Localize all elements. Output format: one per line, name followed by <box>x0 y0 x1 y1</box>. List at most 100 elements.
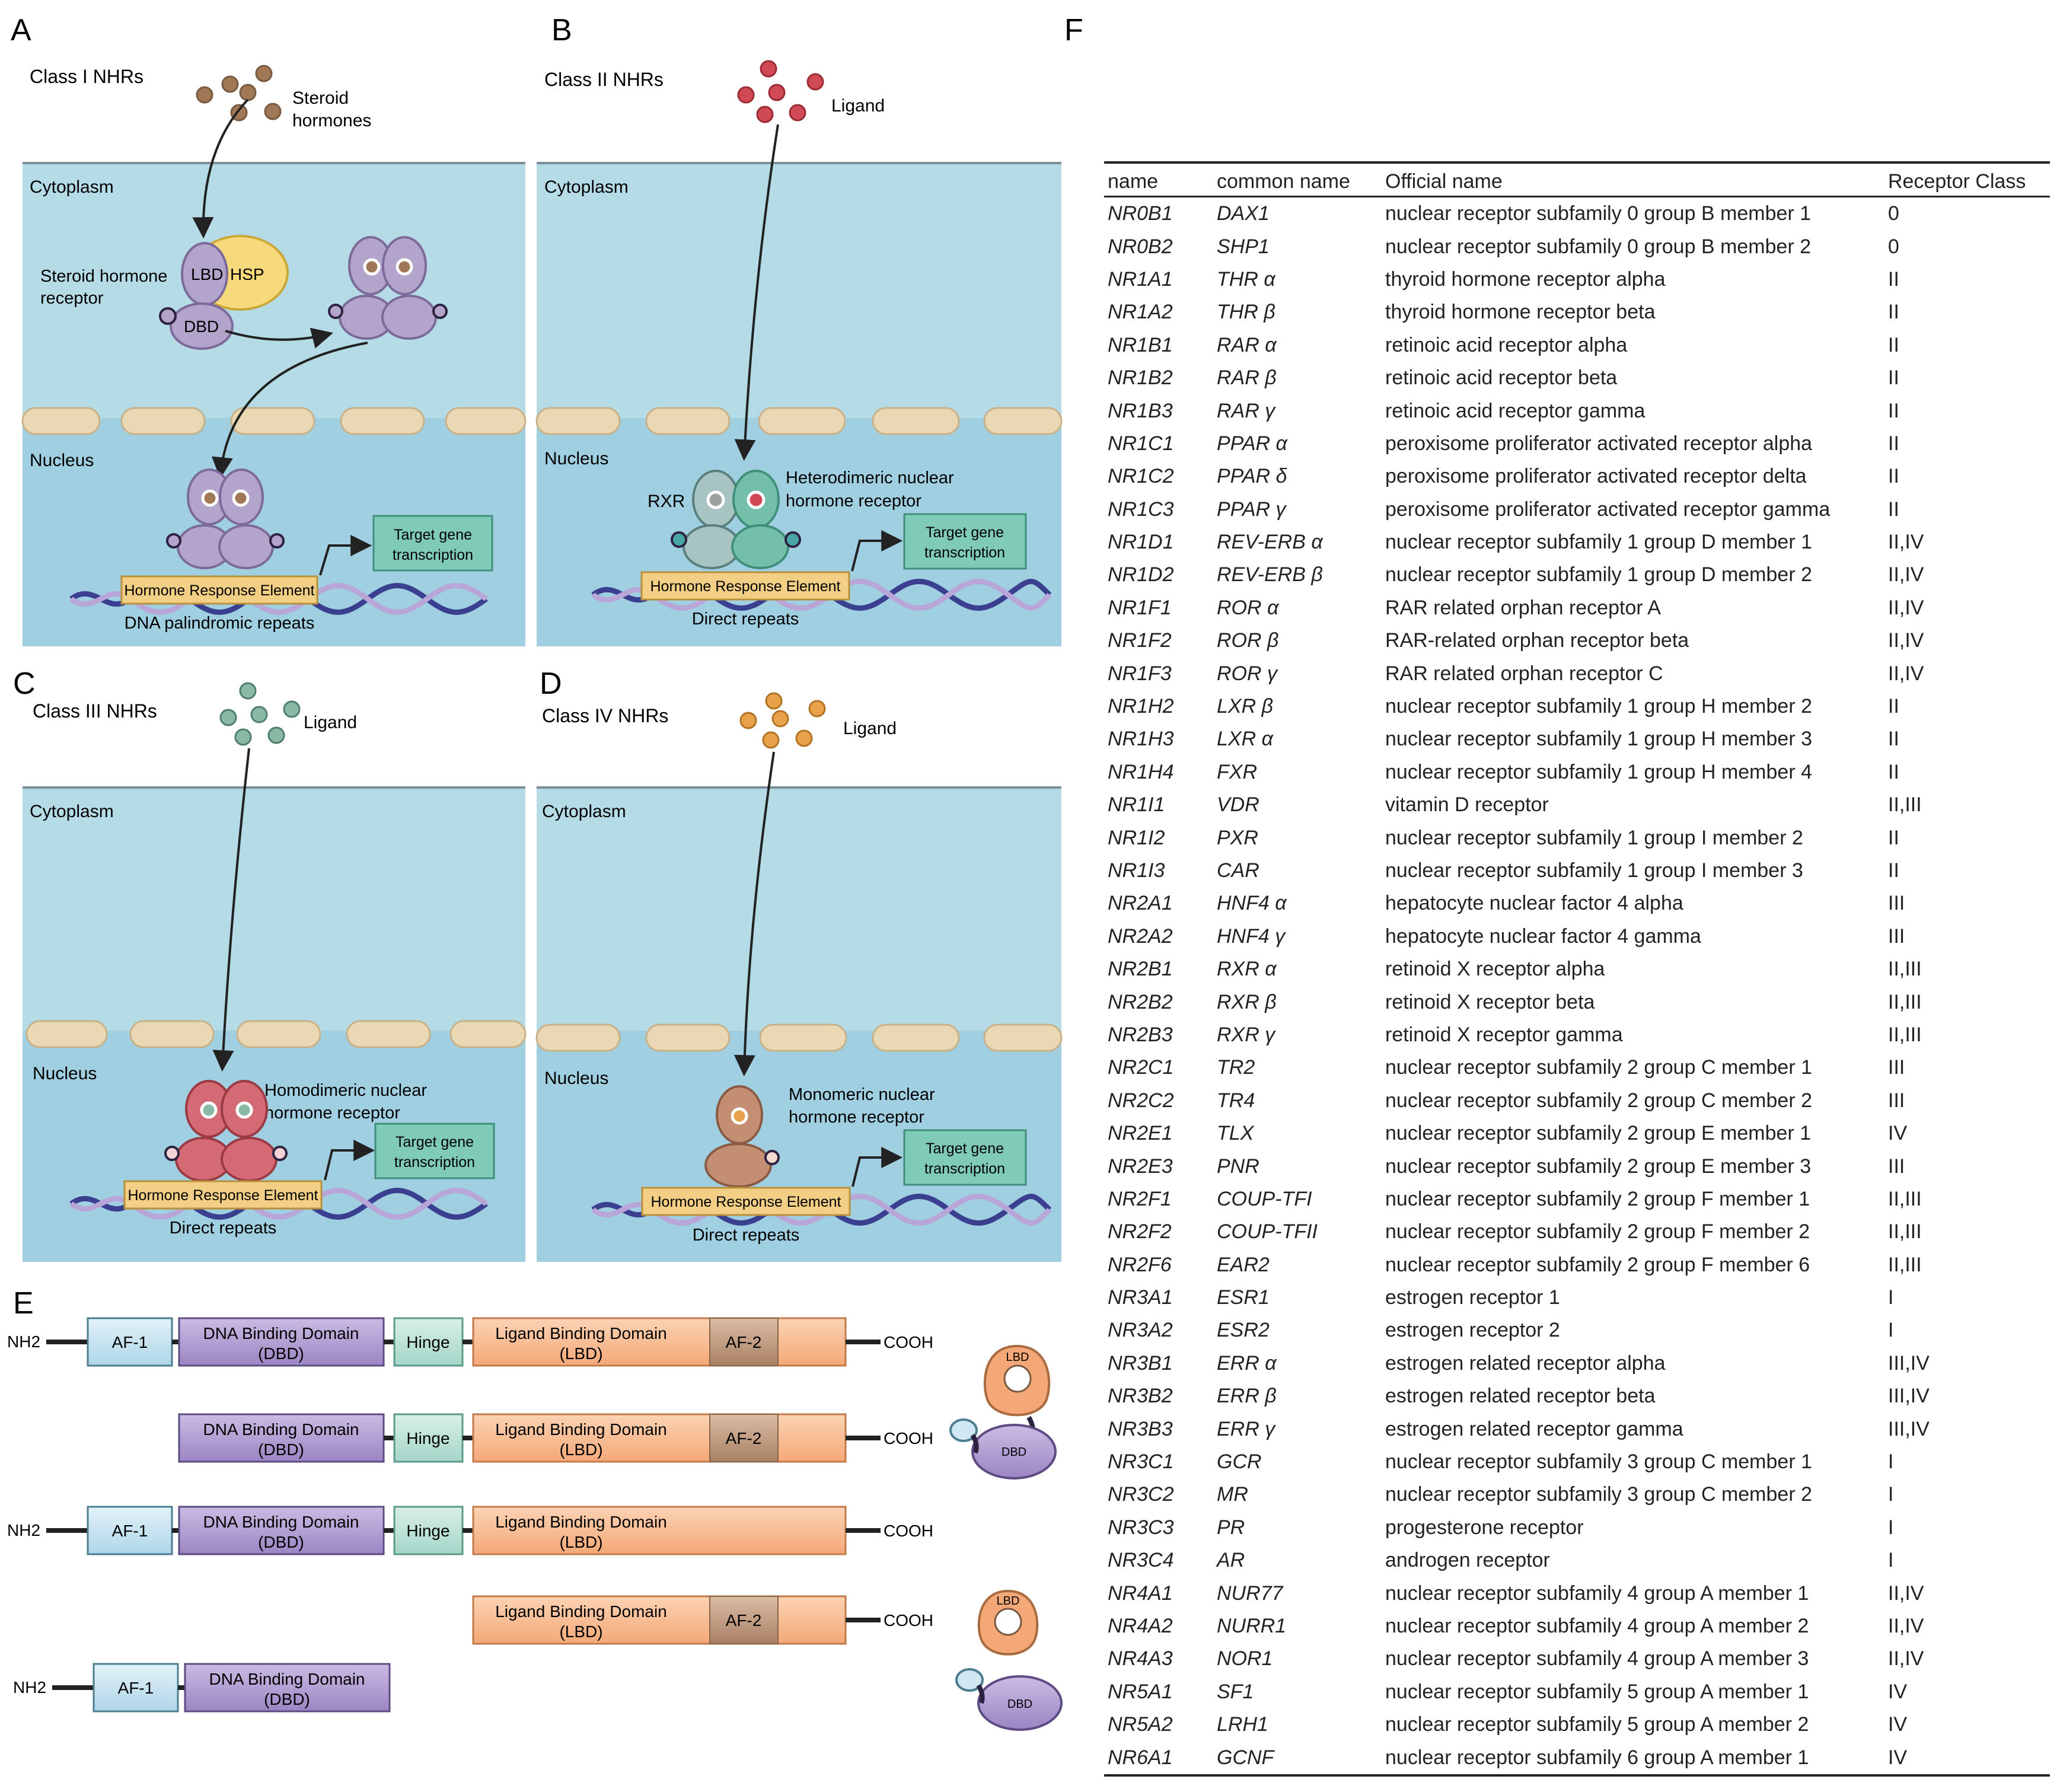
common-name-cell: RXR β <box>1217 990 1277 1013</box>
table-header-row: name common name Official name Receptor … <box>1104 162 2050 197</box>
official-name-cell: nuclear receptor subfamily 1 group H mem… <box>1385 695 1812 718</box>
svg-text:Hinge: Hinge <box>406 1429 449 1447</box>
receptor-class-cell: IV <box>1888 1122 1908 1145</box>
domain-row-full: NH2 AF-1 DNA Binding Domain (DBD) Hinge … <box>7 1317 933 1367</box>
svg-text:transcription: transcription <box>924 544 1005 561</box>
svg-text:Ligand Binding Domain: Ligand Binding Domain <box>495 1420 667 1439</box>
receptor-name-cell: NR2C1 <box>1108 1056 1174 1079</box>
official-name-cell: nuclear receptor subfamily 1 group D mem… <box>1385 563 1812 586</box>
hre-box-a <box>120 575 318 605</box>
official-name-cell: nuclear receptor subfamily 2 group E mem… <box>1385 1155 1812 1178</box>
receptor-class-cell: III,IV <box>1888 1351 1930 1375</box>
svg-text:NH2: NH2 <box>13 1678 46 1697</box>
common-name-cell: NUR77 <box>1217 1581 1283 1605</box>
target-box-d <box>903 1129 1027 1186</box>
receptor-name-cell: NR1H2 <box>1108 695 1174 718</box>
domain-row-dbd-only: NH2 AF-1 DNA Binding Domain (DBD) <box>13 1663 391 1713</box>
common-name-cell: ERR β <box>1217 1385 1277 1408</box>
table-row: NR2C1 TR2 nuclear receptor subfamily 2 gro… <box>1104 1051 2050 1084</box>
receptor-name-cell: NR5A1 <box>1108 1680 1173 1703</box>
official-name-cell: retinoid X receptor alpha <box>1385 958 1605 981</box>
receptor-label-a: Steroid hormone receptor <box>40 267 167 308</box>
official-name-cell: RAR-related orphan receptor beta <box>1385 629 1689 652</box>
official-name-cell: estrogen receptor 2 <box>1385 1319 1560 1342</box>
receptor-name-cell: NR1B3 <box>1108 399 1173 422</box>
dbd-shape-a <box>170 302 234 350</box>
common-name-cell: THR β <box>1217 301 1275 324</box>
panel-letter-a: A <box>11 13 31 47</box>
svg-text:transcription: transcription <box>394 1154 475 1171</box>
nucleus-label-b: Nucleus <box>544 449 608 468</box>
official-name-cell: progesterone receptor <box>1385 1516 1584 1539</box>
receptor-name-cell: NR3B3 <box>1108 1417 1173 1440</box>
receptor-class-cell: II,IV <box>1888 563 1924 586</box>
ligands-c <box>219 682 301 746</box>
common-name-cell: TLX <box>1217 1122 1254 1145</box>
receptor-name-cell: NR1H3 <box>1108 728 1174 751</box>
common-name-cell: CAR <box>1217 859 1259 882</box>
svg-text:AF-1: AF-1 <box>112 1522 148 1540</box>
heterodimer-receptor <box>671 470 801 569</box>
panel-b-title: Class II NHRs <box>544 69 664 90</box>
svg-text:(LBD): (LBD) <box>559 1622 602 1641</box>
svg-text:Monomeric nuclear: Monomeric nuclear <box>789 1085 935 1104</box>
svg-text:Ligand Binding Domain: Ligand Binding Domain <box>495 1513 667 1531</box>
repeat-label-d: Direct repeats <box>693 1226 800 1245</box>
svg-text:DBD: DBD <box>1002 1446 1026 1459</box>
domain-row-no-af1: DNA Binding Domain (DBD) Hinge Ligand Bi… <box>178 1413 933 1463</box>
receptor-name-cell: NR1C2 <box>1108 465 1174 488</box>
official-name-cell: nuclear receptor subfamily 0 group B mem… <box>1385 202 1812 225</box>
official-name-cell: retinoic acid receptor beta <box>1385 366 1618 390</box>
repeat-label-a: DNA palindromic repeats <box>125 614 315 633</box>
receptor-name-cell: NR1H4 <box>1108 760 1174 783</box>
common-name-cell: TR2 <box>1217 1056 1255 1079</box>
common-name-cell: RAR γ <box>1217 399 1275 422</box>
official-name-cell: nuclear receptor subfamily 2 group F mem… <box>1385 1187 1810 1210</box>
svg-text:Homodimeric nuclear: Homodimeric nuclear <box>264 1081 427 1100</box>
cytoplasm-region-d <box>537 787 1061 1031</box>
official-name-cell: nuclear receptor subfamily 1 group H mem… <box>1385 728 1812 751</box>
receptor-dimer-cytoplasm <box>328 236 448 340</box>
panel-a-title: Class I NHRs <box>30 66 143 87</box>
receptor-class-cell: II <box>1888 498 1899 521</box>
common-name-cell: ROR α <box>1217 596 1279 619</box>
common-name-cell: SHP1 <box>1217 235 1270 258</box>
receptor-class-cell: II,III <box>1888 1220 1922 1243</box>
receptor-name-cell: NR1I1 <box>1108 793 1165 817</box>
svg-text:AF-2: AF-2 <box>726 1429 762 1447</box>
official-name-cell: vitamin D receptor <box>1385 793 1549 817</box>
hsp-label: HSP <box>230 265 264 283</box>
common-name-cell: PXR <box>1217 826 1258 849</box>
common-name-cell: ESR2 <box>1217 1319 1270 1342</box>
common-name-cell: TR4 <box>1217 1089 1255 1112</box>
svg-text:DNA Binding Domain: DNA Binding Domain <box>203 1324 359 1343</box>
receptor-name-cell: NR1C1 <box>1108 432 1174 455</box>
ligand-label-d: Ligand <box>843 719 897 738</box>
official-name-cell: estrogen related receptor gamma <box>1385 1417 1683 1440</box>
common-name-cell: THR α <box>1217 267 1275 291</box>
receptor-icon-split: LBD DBD <box>955 1589 1063 1731</box>
svg-text:COOH: COOH <box>884 1429 933 1447</box>
official-name-cell: androgen receptor <box>1385 1549 1550 1572</box>
svg-text:Target gene: Target gene <box>926 1140 1004 1157</box>
official-name-cell: nuclear receptor subfamily 1 group H mem… <box>1385 760 1812 783</box>
common-name-cell: REV-ERB β <box>1217 563 1323 586</box>
official-name-cell: nuclear receptor subfamily 2 group C mem… <box>1385 1056 1812 1079</box>
